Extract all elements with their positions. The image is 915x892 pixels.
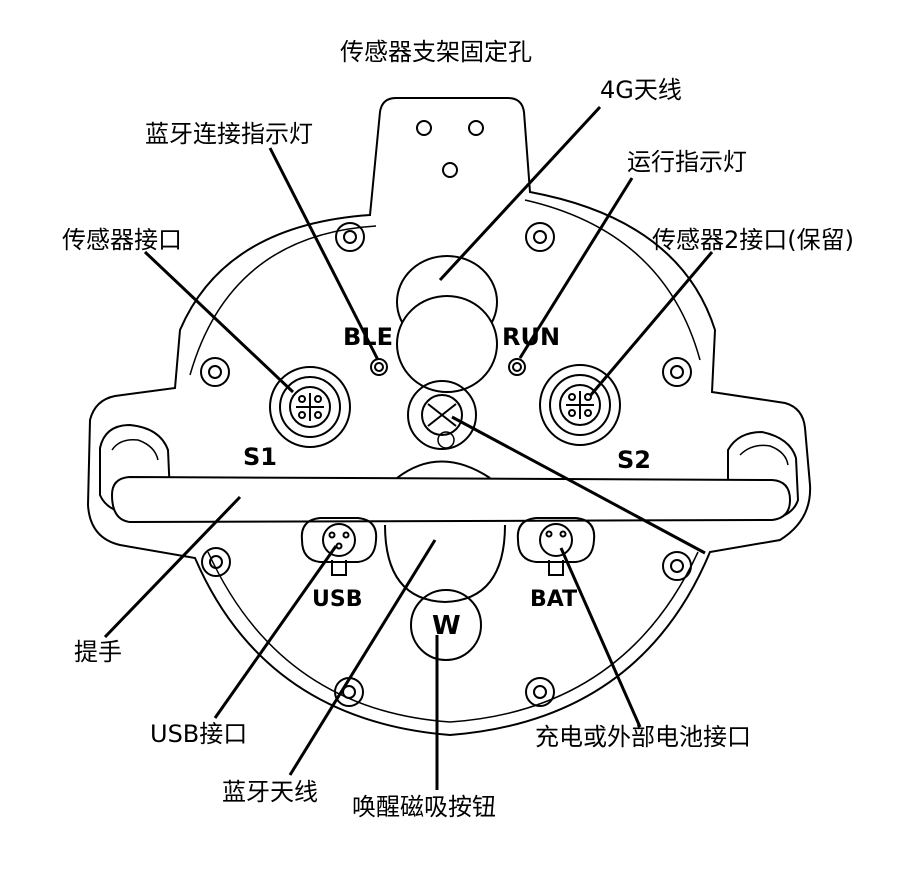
leader-run-indicator <box>518 177 634 359</box>
leader-usb-port <box>213 545 338 719</box>
usb-connector <box>300 517 378 576</box>
label-sensor-bracket-holes: 传感器支架固定孔 <box>340 38 532 66</box>
ble-led <box>370 358 388 376</box>
leader-sensor2-port <box>588 251 714 397</box>
run-mark: RUN <box>502 323 560 351</box>
usb-mark: USB <box>312 587 362 612</box>
s2-connector <box>539 364 621 446</box>
center-screw <box>407 380 477 450</box>
leader-sensor-port <box>143 250 295 394</box>
ble-led-inner <box>374 362 384 372</box>
leader-ble-indicator <box>268 147 380 361</box>
screw <box>200 357 230 387</box>
bracket-hole <box>442 162 458 178</box>
screw <box>525 677 555 707</box>
leader-ble-antenna <box>288 539 437 776</box>
screw <box>525 222 555 252</box>
ble-antenna-dome <box>396 460 491 479</box>
leader-battery-port <box>559 547 642 728</box>
screw <box>662 357 692 387</box>
label-4g-antenna: 4G天线 <box>600 76 682 104</box>
bat-connector <box>516 517 596 576</box>
label-usb-port: USB接口 <box>150 720 248 748</box>
ble-mark: BLE <box>343 323 393 351</box>
wake-button <box>410 589 482 661</box>
center-screw-head <box>421 394 463 436</box>
label-sensor-port: 传感器接口 <box>62 226 182 254</box>
housing-inner-ring <box>189 199 701 376</box>
screw <box>335 222 365 252</box>
bracket-hole <box>468 120 484 136</box>
handle-bar <box>110 475 792 524</box>
screw <box>201 547 231 577</box>
label-sensor2-port: 传感器2接口(保留) <box>652 226 854 254</box>
ble-antenna-body <box>384 524 506 604</box>
label-ble-indicator: 蓝牙连接指示灯 <box>145 120 313 148</box>
screw <box>662 551 692 581</box>
run-led <box>508 358 526 376</box>
run-led-inner <box>512 362 522 372</box>
bat-mark: BAT <box>530 587 577 612</box>
antenna-4g-cap <box>396 295 498 393</box>
s2-mark: S2 <box>617 446 651 474</box>
s1-mark: S1 <box>243 443 277 471</box>
s1-connector <box>269 366 351 448</box>
label-wake-button: 唤醒磁吸按钮 <box>352 793 496 821</box>
label-battery-port: 充电或外部电池接口 <box>535 723 751 751</box>
ground-mark <box>437 431 455 449</box>
housing-lower-ring <box>207 551 699 723</box>
leader-4g-antenna <box>438 105 602 282</box>
label-ble-antenna: 蓝牙天线 <box>222 778 318 806</box>
leader-bat-screw <box>451 415 706 555</box>
leader-handle <box>103 495 242 639</box>
housing-outline <box>86 97 812 737</box>
label-handle: 提手 <box>74 638 122 666</box>
bracket-hole <box>416 120 432 136</box>
label-run-indicator: 运行指示灯 <box>627 148 747 176</box>
